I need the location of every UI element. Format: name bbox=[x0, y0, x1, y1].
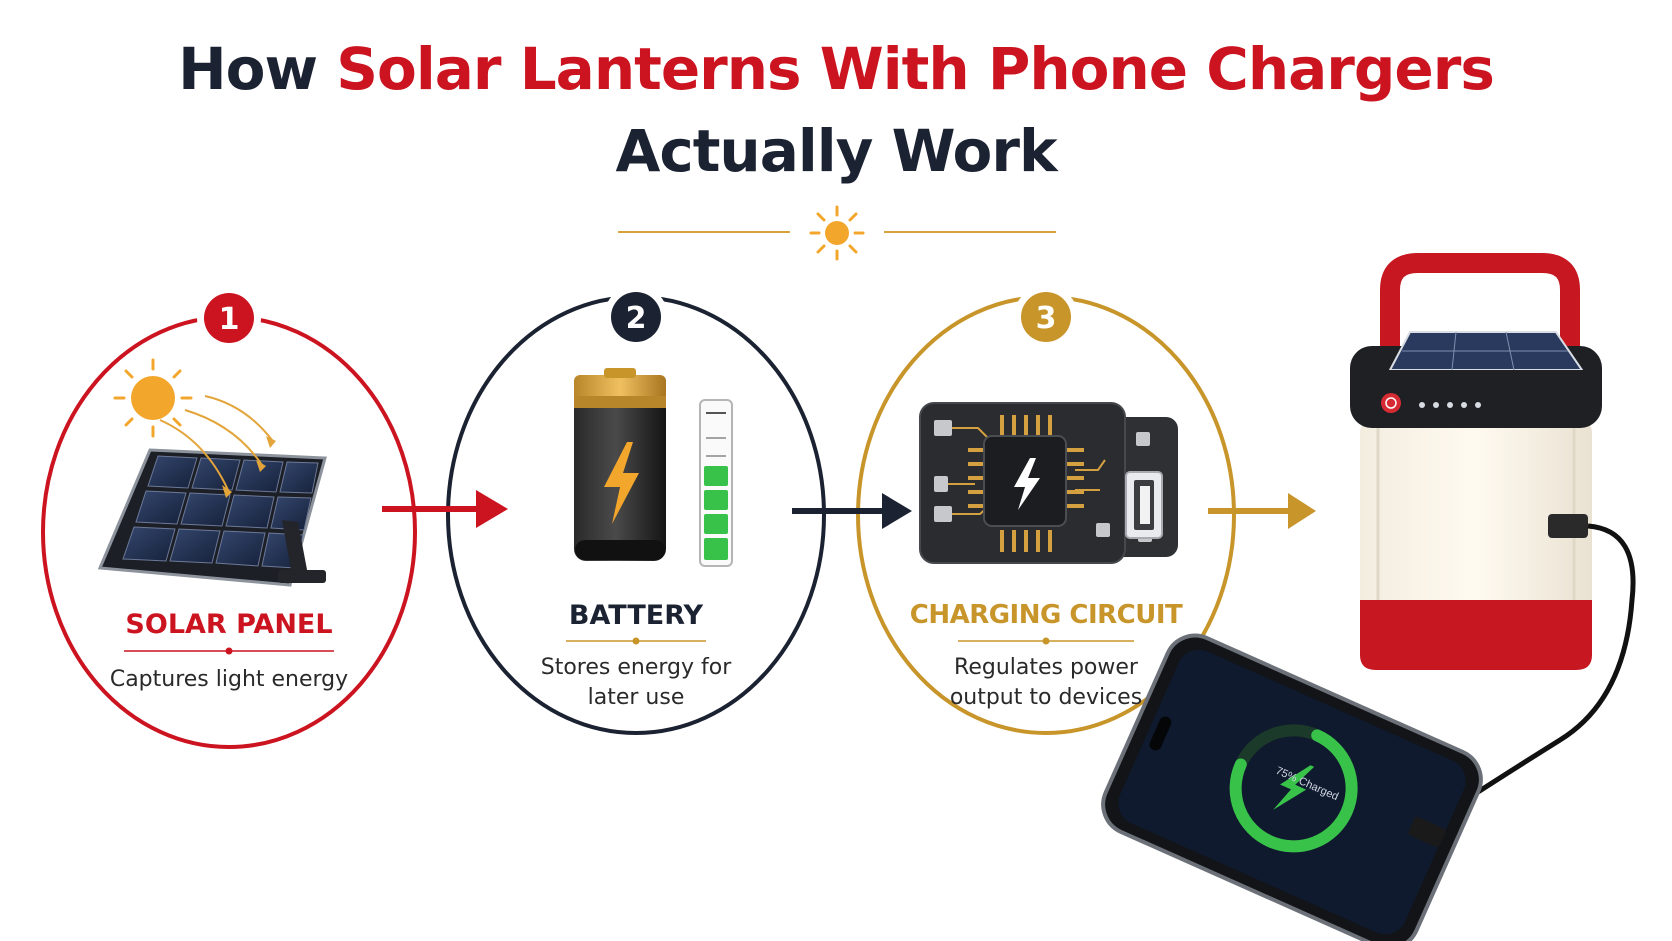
step-3-number: 3 bbox=[1036, 301, 1057, 336]
step-3-ring bbox=[856, 285, 1236, 735]
title-line-1: How Solar Lanterns With Phone Chargers bbox=[0, 40, 1672, 98]
battery-icon bbox=[574, 368, 733, 567]
charge-progress-ring bbox=[1229, 724, 1358, 853]
step-2-ring bbox=[446, 285, 826, 735]
step-1-underline bbox=[124, 647, 334, 655]
arrow-right-icon bbox=[792, 493, 912, 529]
title-line-2: Actually Work bbox=[615, 117, 1057, 185]
step-1-number: 1 bbox=[219, 302, 240, 337]
step-2-label: BATTERY bbox=[568, 600, 704, 631]
smartphone-icon bbox=[1101, 633, 1483, 941]
circuit-board-icon bbox=[919, 402, 1178, 564]
step-2-number: 2 bbox=[626, 301, 647, 336]
step-2-description-line: later use bbox=[587, 685, 685, 710]
step-3-underline bbox=[958, 637, 1134, 645]
sun-icon bbox=[809, 205, 865, 261]
step-1-description: Captures light energy bbox=[79, 665, 379, 695]
step-3-description-line: Regulates power bbox=[954, 655, 1138, 680]
step-1-ring bbox=[41, 286, 417, 749]
arrow-right-icon bbox=[382, 490, 508, 528]
step-2-underline bbox=[566, 637, 706, 645]
title-prefix: How bbox=[178, 35, 318, 103]
sun-icon bbox=[113, 358, 193, 438]
lightning-bolt-icon bbox=[1014, 458, 1040, 510]
lightning-bolt-icon bbox=[1273, 765, 1315, 810]
title-highlight: Solar Lanterns With Phone Chargers bbox=[336, 35, 1495, 103]
title-divider bbox=[618, 205, 1056, 261]
solar-panel-icon bbox=[97, 358, 327, 587]
arrow-right-icon bbox=[1208, 493, 1316, 529]
step-1-description-line: Captures light energy bbox=[109, 667, 349, 692]
lantern-icon bbox=[1350, 253, 1636, 836]
step-3-label: CHARGING CIRCUIT bbox=[909, 600, 1183, 630]
step-1-label: SOLAR PANEL bbox=[125, 609, 333, 640]
step-2-description-line: Stores energy for bbox=[540, 655, 732, 680]
step-3-description-line: output to devices bbox=[949, 685, 1143, 710]
step-2-description: Stores energy for later use bbox=[486, 653, 786, 713]
step-3-description: Regulates power output to devices bbox=[896, 653, 1196, 713]
usb-port-icon bbox=[1125, 471, 1163, 539]
lightning-bolt-icon bbox=[604, 442, 639, 524]
